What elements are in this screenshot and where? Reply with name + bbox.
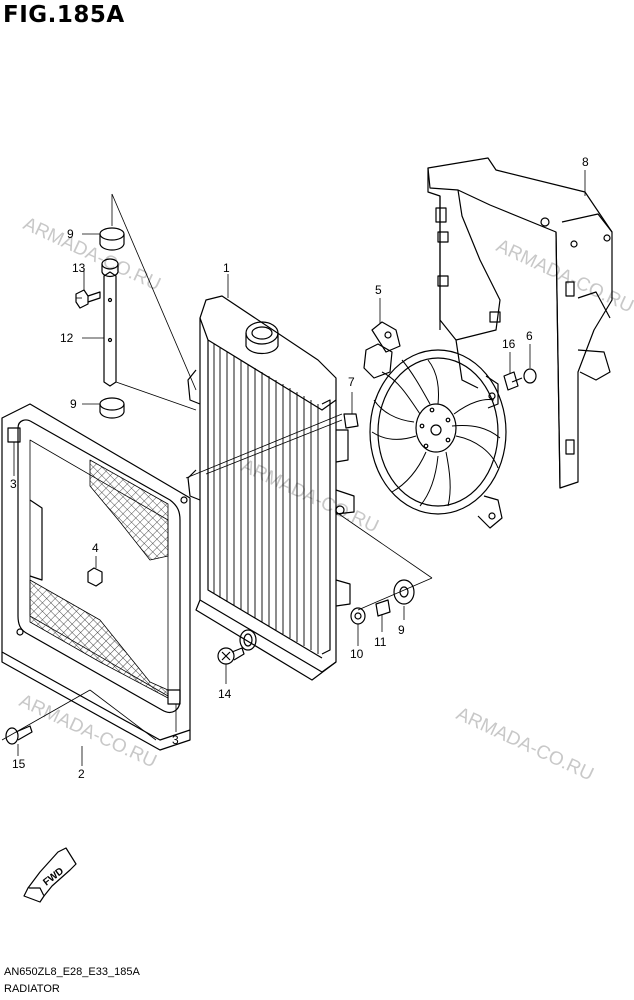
bolt-14 [217, 647, 245, 665]
bolt-4 [87, 567, 103, 587]
footer: AN650ZL8_E28_E33_185A RADIATOR [4, 964, 140, 998]
callout-1: 1 [223, 261, 230, 275]
callout-16: 16 [502, 337, 516, 351]
collar-11 [375, 599, 391, 617]
footer-code: AN650ZL8_E28_E33_185A [4, 966, 140, 978]
callout-8: 8 [582, 155, 589, 169]
nut-16 [503, 371, 519, 391]
callout-5: 5 [375, 283, 382, 297]
bolt-6 [511, 368, 537, 384]
figure-title: FIG.185A [3, 2, 125, 28]
clip-7 [343, 413, 359, 429]
radiator-core [187, 295, 355, 681]
callout-9-top: 9 [67, 227, 74, 241]
callout-6: 6 [526, 329, 533, 343]
grommet-9-right [393, 579, 415, 605]
callout-3-left: 3 [10, 477, 17, 491]
bolt-13 [75, 289, 101, 309]
watermark: ARMADA-CO.RU [20, 213, 164, 295]
screw-15 [5, 725, 33, 745]
watermark: ARMADA-CO.RU [238, 455, 382, 537]
fwd-arrow-icon [23, 847, 77, 903]
radiator-guard [1, 403, 191, 751]
callout-7: 7 [348, 375, 355, 389]
footer-name: RADIATOR [4, 983, 60, 995]
watermark: ARMADA-CO.RU [493, 235, 634, 317]
grommet-upper [99, 227, 125, 251]
callout-10: 10 [350, 647, 364, 661]
cooling-fan [363, 321, 507, 529]
grommet-lower [99, 397, 125, 419]
watermark: ARMADA-CO.RU [16, 690, 160, 772]
callout-2: 2 [78, 767, 85, 781]
callout-15: 15 [12, 757, 26, 771]
nut-10 [350, 607, 366, 625]
callout-14: 14 [218, 687, 232, 701]
callout-9-mid: 9 [70, 397, 77, 411]
callout-3-right: 3 [172, 733, 179, 747]
leader-lines [1, 170, 586, 766]
callout-9-right: 9 [398, 623, 405, 637]
callout-12: 12 [60, 331, 74, 345]
callout-13: 13 [72, 261, 86, 275]
callout-11: 11 [374, 635, 387, 649]
shroud-bracket [427, 157, 613, 489]
callout-4: 4 [92, 541, 99, 555]
watermark: ARMADA-CO.RU [453, 703, 597, 785]
radiator-bracket-pipe [101, 258, 119, 387]
